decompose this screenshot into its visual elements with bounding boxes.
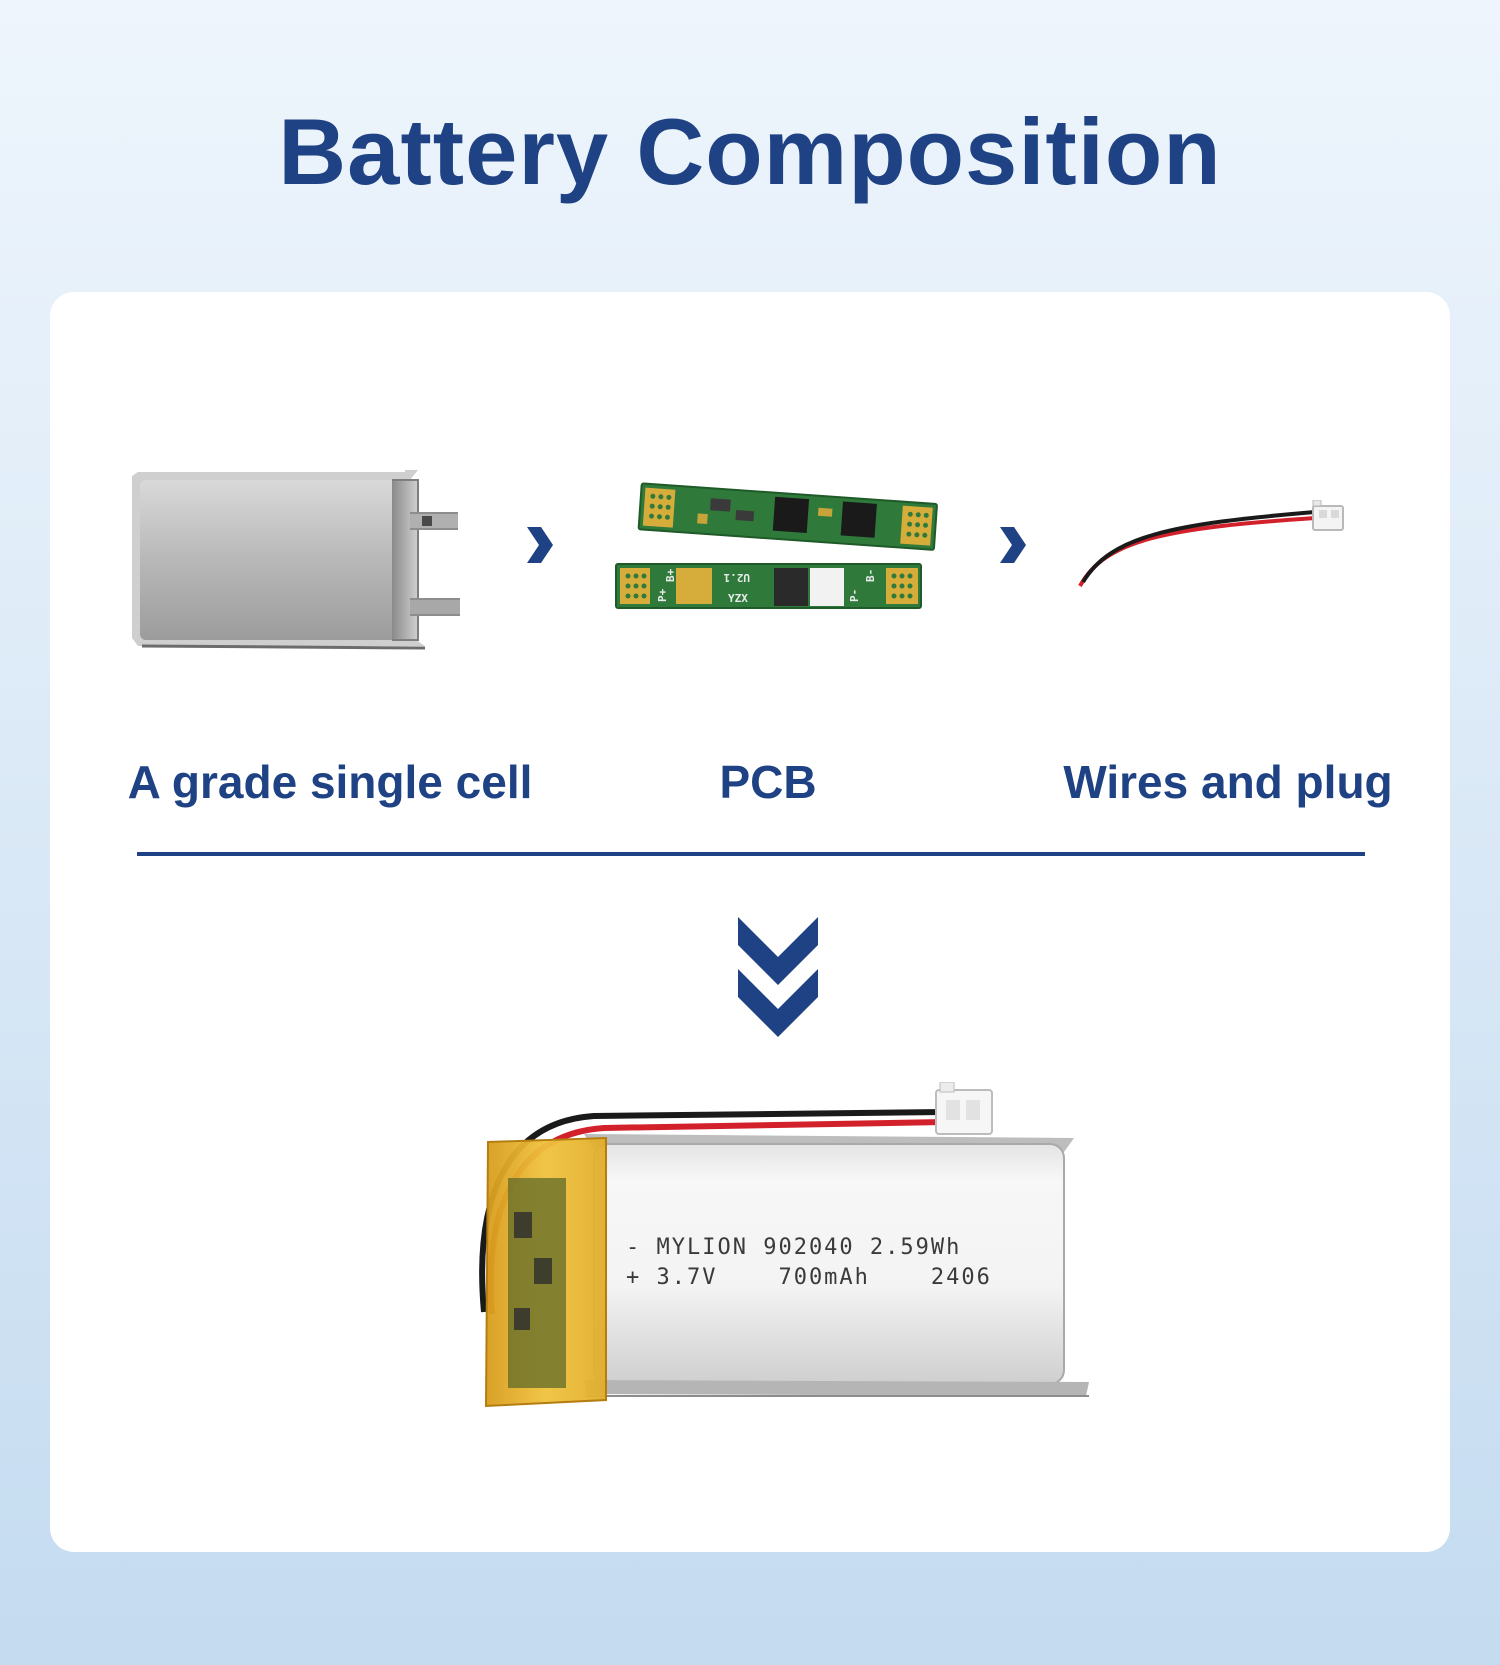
section-divider — [137, 852, 1365, 856]
label-wires-plug: Wires and plug — [1063, 756, 1393, 808]
pouch-cell-icon — [132, 470, 460, 650]
wire-plug-image — [1075, 499, 1375, 605]
label-single-cell: A grade single cell — [127, 756, 533, 808]
pcb-mark-b-plus: B+ — [664, 568, 677, 582]
pcb-mark-b-minus: B- — [864, 569, 877, 582]
page-title: Battery Composition — [278, 99, 1222, 204]
pouch-cell-image — [130, 466, 470, 661]
arrow-right-icon — [1000, 527, 1026, 563]
label-pcb: PCB — [719, 756, 817, 808]
battery-print-line1: - MYLION 902040 2.59Wh — [626, 1235, 961, 1260]
pcb-image: P+ B+ U2.1 YZX P- B- — [614, 478, 939, 623]
pcb-mark-model: YZX — [728, 592, 748, 605]
pcb-mark-p-plus: P+ — [656, 588, 669, 602]
double-chevron-down-icon — [738, 917, 818, 1037]
assembled-battery-icon: - MYLION 902040 2.59Wh + 3.7V 700mAh 240… — [479, 1081, 1089, 1408]
battery-print-line2: + 3.7V 700mAh 2406 — [626, 1265, 992, 1290]
assembled-battery-image: - MYLION 902040 2.59Wh + 3.7V 700mAh 240… — [474, 1081, 1094, 1447]
pcb-mark-version: U2.1 — [723, 571, 750, 584]
arrow-right-icon — [527, 527, 553, 563]
pcb-board-icon: P+ B+ U2.1 YZX P- B- — [615, 482, 938, 609]
pcb-mark-p-minus: P- — [848, 589, 861, 602]
wire-plug-icon — [1078, 499, 1344, 587]
